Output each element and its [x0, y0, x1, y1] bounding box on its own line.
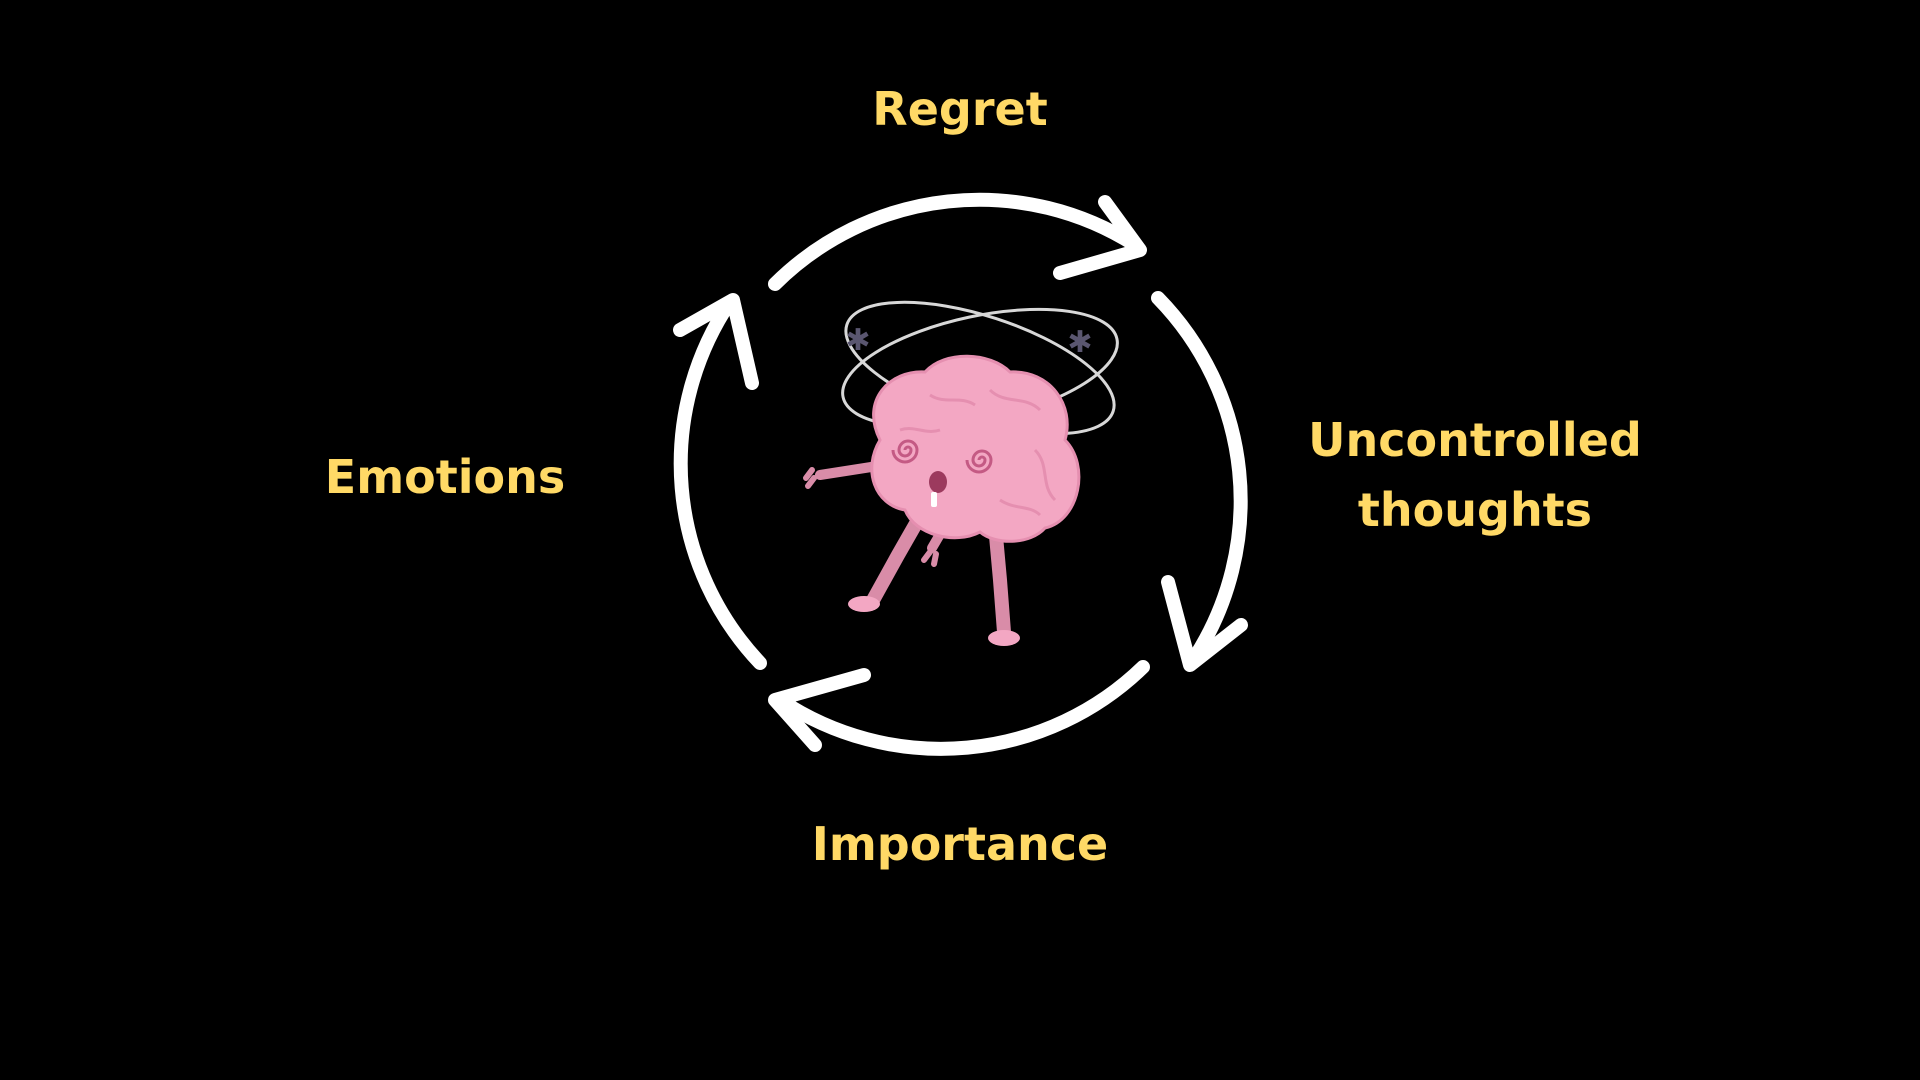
arrow-importance-to-emotions	[768, 660, 1150, 756]
arrow-regret-to-thoughts	[768, 192, 1147, 291]
svg-text:✱: ✱	[845, 323, 870, 358]
node-label-regret: Regret	[872, 82, 1048, 136]
node-label-importance: Importance	[811, 817, 1109, 871]
arrow-emotions-to-regret	[673, 293, 767, 670]
node-label-uncontrolled-thoughts: Uncontrolled thoughts	[1308, 413, 1642, 537]
dizzy-brain-icon: ✱ ✱	[803, 300, 1119, 646]
arrow-thoughts-to-importance	[1151, 291, 1248, 672]
svg-text:✱: ✱	[1067, 325, 1092, 360]
node-label-emotions: Emotions	[324, 450, 566, 504]
